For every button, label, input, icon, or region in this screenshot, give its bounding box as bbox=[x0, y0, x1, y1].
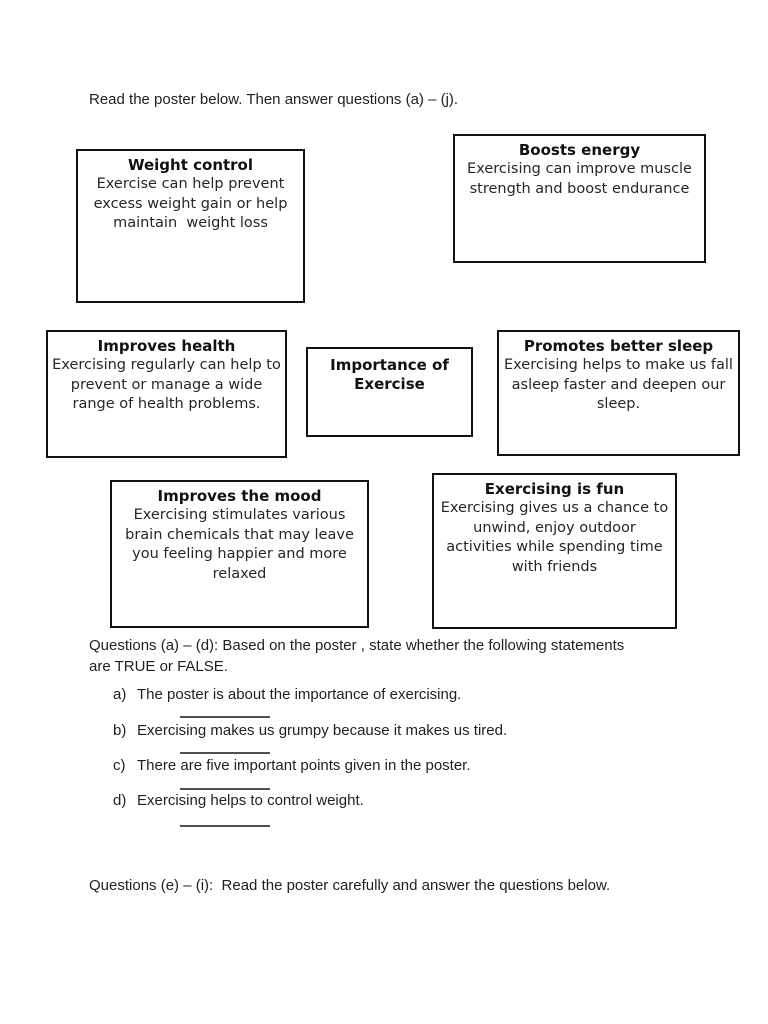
question-text-a: The poster is about the importance of ex… bbox=[137, 686, 462, 703]
question-text-d: Exercising helps to control weight. bbox=[137, 792, 364, 809]
box-title-weight-control: Weight control bbox=[127, 156, 254, 174]
box-title-exercising-is-fun: Exercising is fun bbox=[484, 480, 625, 498]
box-body-weight-control: Exercise can help prevent excess weight … bbox=[93, 176, 288, 231]
poster-box-weight-control: Weight control Exercise can help prevent… bbox=[76, 149, 305, 303]
answer-blank-d bbox=[180, 825, 270, 827]
box-title-improves-health: Improves health bbox=[97, 337, 236, 355]
poster-box-boosts-energy: Boosts energy Exercising can improve mus… bbox=[453, 134, 706, 263]
question-item-a: a) The poster is about the importance of … bbox=[113, 687, 461, 703]
box-body-improves-health: Exercising regularly can help to prevent… bbox=[52, 357, 281, 412]
answer-blank-a bbox=[180, 716, 270, 718]
box-body-exercising-is-fun: Exercising gives us a chance to unwind, … bbox=[440, 500, 669, 575]
poster-box-exercising-is-fun: Exercising is fun Exercising gives us a … bbox=[432, 473, 677, 629]
box-title-improves-the-mood: Improves the mood bbox=[157, 487, 322, 505]
question-item-d: d) Exercising helps to control weight. bbox=[113, 793, 364, 809]
read-poster-instruction: Read the poster below. Then answer quest… bbox=[89, 91, 459, 108]
question-label-d: d) bbox=[113, 792, 127, 809]
question-label-b: b) bbox=[113, 722, 127, 739]
box-body-boosts-energy: Exercising can improve muscle strength a… bbox=[467, 161, 692, 197]
poster-center-box: Importance of Exercise bbox=[306, 347, 473, 437]
questions-e-i-instruction: Questions (e) – (i): Read the poster car… bbox=[89, 877, 611, 894]
question-item-b: b) Exercising makes us grumpy because it … bbox=[113, 723, 507, 739]
question-label-a: a) bbox=[113, 686, 127, 703]
box-title-boosts-energy: Boosts energy bbox=[518, 141, 641, 159]
poster-box-promotes-better-sleep: Promotes better sleep Exercising helps t… bbox=[497, 330, 740, 456]
poster-box-improves-health: Improves health Exercising regularly can… bbox=[46, 330, 287, 458]
question-item-c: c) There are five important points given … bbox=[113, 758, 471, 774]
question-text-b: Exercising makes us grumpy because it ma… bbox=[137, 722, 508, 739]
question-text-c: There are five important points given in… bbox=[137, 757, 471, 774]
box-body-improves-the-mood: Exercising stimulates various brain chem… bbox=[125, 507, 354, 582]
questions-a-d-instruction: Questions (a) – (d): Based on the poster… bbox=[89, 637, 625, 675]
answer-blank-c bbox=[180, 788, 270, 790]
answer-blank-b bbox=[180, 752, 270, 754]
question-label-c: c) bbox=[113, 757, 126, 774]
poster-center-title: Importance of Exercise bbox=[330, 356, 449, 393]
box-body-promotes-better-sleep: Exercising helps to make us fall asleep … bbox=[504, 357, 733, 412]
poster-box-improves-the-mood: Improves the mood Exercising stimulates … bbox=[110, 480, 369, 628]
box-title-promotes-better-sleep: Promotes better sleep bbox=[523, 337, 714, 355]
